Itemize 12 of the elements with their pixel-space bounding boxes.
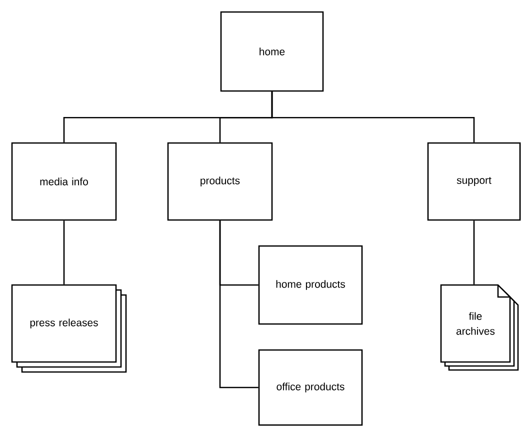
connector-line [63,220,65,284]
page-box: products [167,142,273,221]
page-box: support [427,142,521,221]
page-box: home [220,11,324,92]
connector-line [219,220,258,388]
document-stack: press releases [11,284,127,373]
file-stack: file archives [440,284,519,371]
page-box: media info [11,142,117,221]
connector-line [473,220,475,284]
connector-line [271,92,475,142]
page-box: home products [258,245,363,325]
page-box: office products [258,349,363,426]
